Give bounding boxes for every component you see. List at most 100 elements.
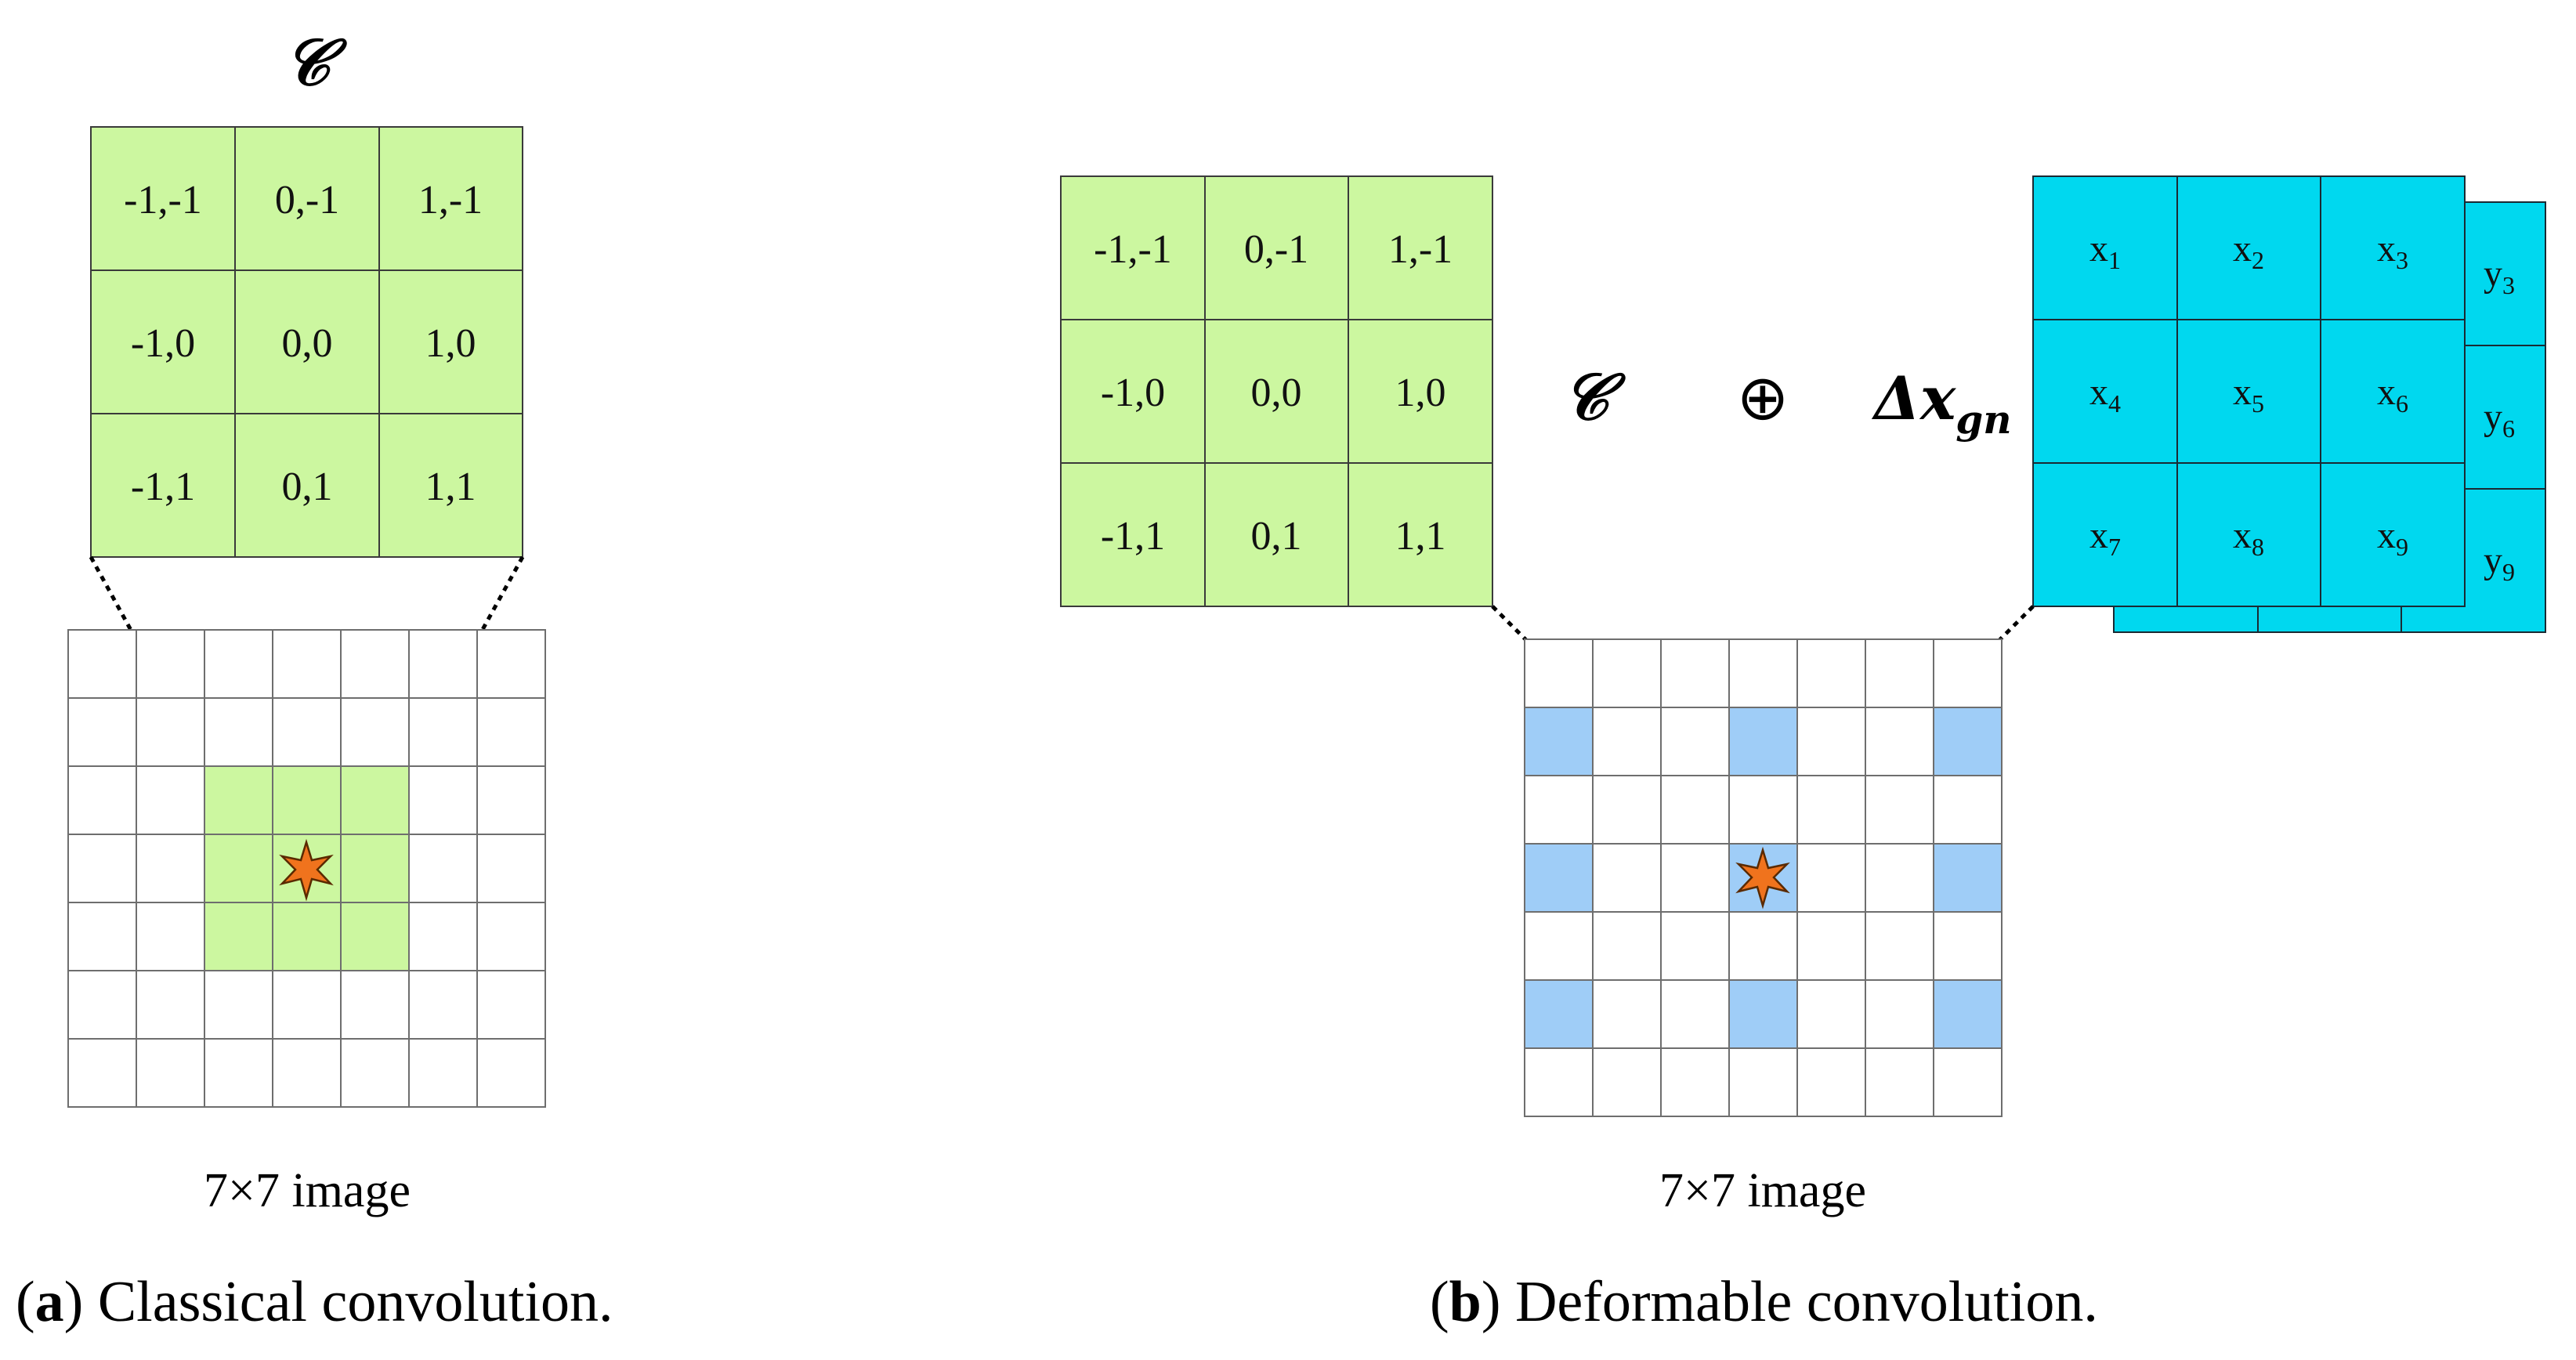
image-pixel xyxy=(1524,843,1594,913)
offset-cell-front xyxy=(2320,175,2466,320)
offset-x-label: x1 xyxy=(2089,228,2121,274)
image-pixel xyxy=(1524,979,1594,1049)
image-pixel xyxy=(1592,707,1662,776)
kernel-cell xyxy=(378,126,523,271)
offset-x-label: x8 xyxy=(2233,515,2264,561)
image-pixel xyxy=(204,970,273,1040)
image-pixel xyxy=(272,629,342,699)
kernel-label: 0,1 xyxy=(282,465,333,509)
image-pixel xyxy=(1796,775,1866,845)
kernel-cell xyxy=(1348,175,1493,320)
offset-x-label: x5 xyxy=(2233,371,2264,418)
image-pixel xyxy=(1796,979,1866,1049)
image-pixel xyxy=(476,1038,546,1108)
image-pixel xyxy=(67,902,137,971)
image-pixel xyxy=(1728,911,1798,981)
caption-a-letter: a xyxy=(35,1270,64,1334)
image-pixel xyxy=(204,902,273,971)
image-pixel xyxy=(1660,638,1730,708)
image-pixel xyxy=(1796,638,1866,708)
kernel-cell xyxy=(378,413,523,558)
kernel-label: 1,-1 xyxy=(418,178,483,222)
kernel-cell xyxy=(90,269,236,414)
image-pixel xyxy=(204,697,273,767)
kernel-cell xyxy=(1204,319,1349,464)
image-pixel xyxy=(1524,911,1594,981)
image-pixel xyxy=(1592,843,1662,913)
panel-b: -1,-1 0,-1 1,-1 -1,0 0,0 1,0 -1,1 0,1 1,… xyxy=(1060,175,2546,1334)
image-pixel xyxy=(1865,707,1934,776)
kernel-cell xyxy=(378,269,523,414)
offset-x-label: x2 xyxy=(2233,228,2264,274)
kernel-cell xyxy=(234,126,380,271)
image-pixel xyxy=(408,697,478,767)
image-pixel xyxy=(1933,707,2003,776)
image-pixel xyxy=(340,1038,410,1108)
image-pixel xyxy=(1933,911,2003,981)
offset-cell-front xyxy=(2176,319,2321,464)
image-pixel xyxy=(408,834,478,903)
kernel-label: 1,0 xyxy=(1395,371,1446,415)
caption-b-text: Deformable convolution. xyxy=(1515,1270,2098,1334)
image-pixel xyxy=(1728,707,1798,776)
image-pixel xyxy=(476,902,546,971)
image-pixel xyxy=(476,970,546,1040)
image-pixel xyxy=(1660,1047,1730,1117)
kernel-label: 0,-1 xyxy=(1244,227,1308,272)
image-label-b: 7×7 image xyxy=(1659,1164,1866,1217)
image-pixel xyxy=(1592,1047,1662,1117)
image-pixel xyxy=(1865,638,1934,708)
kernel-label: 1,-1 xyxy=(1388,227,1453,272)
image-pixel xyxy=(136,834,205,903)
image-pixel xyxy=(1933,979,2003,1049)
kernel-cell xyxy=(1348,319,1493,464)
image-pixel xyxy=(1865,1047,1934,1117)
image-pixel xyxy=(67,834,137,903)
image-pixel xyxy=(1728,775,1798,845)
kernel-label: 1,0 xyxy=(425,321,476,366)
offset-cell-front xyxy=(2320,462,2466,607)
image-pixel xyxy=(408,629,478,699)
image-pixel xyxy=(476,765,546,835)
kernel-cell xyxy=(1060,319,1206,464)
image-pixel xyxy=(1524,707,1594,776)
image-pixel xyxy=(67,697,137,767)
image-pixel xyxy=(408,970,478,1040)
kernel-cell xyxy=(1204,462,1349,607)
image-pixel xyxy=(1933,1047,2003,1117)
image-pixel xyxy=(476,697,546,767)
image-pixel xyxy=(476,629,546,699)
offset-x-label: x9 xyxy=(2377,515,2408,561)
caption-a-text: Classical convolution. xyxy=(98,1270,613,1334)
image-pixel xyxy=(136,970,205,1040)
kernel-grid-b: -1,-1 0,-1 1,-1 -1,0 0,0 1,0 -1,1 0,1 1,… xyxy=(1060,175,1493,607)
kernel-cell xyxy=(1060,175,1206,320)
image-pixel xyxy=(1796,911,1866,981)
kernel-cell xyxy=(1348,462,1493,607)
offset-cell-front xyxy=(2032,175,2178,320)
image-label-a: 7×7 image xyxy=(204,1164,411,1217)
kernel-symbol-a: 𝒞 xyxy=(284,25,348,100)
panel-a: 𝒞 -1,-1 0,-1 1,-1 -1,0 0,0 1,0 -1,1 0,1 … xyxy=(16,25,613,1334)
image-pixel xyxy=(340,834,410,903)
kernel-label: -1,1 xyxy=(1101,514,1165,559)
image-pixel xyxy=(1660,775,1730,845)
direct-sum-operator: ⊕ xyxy=(1736,361,1789,434)
kernel-label: 0,-1 xyxy=(275,178,339,222)
offset-x-label: x7 xyxy=(2089,515,2121,561)
image-pixel xyxy=(204,1038,273,1108)
image-pixel xyxy=(1728,1047,1798,1117)
image-pixel xyxy=(204,834,273,903)
image-pixel xyxy=(1933,775,2003,845)
offset-x-label: x3 xyxy=(2377,228,2408,274)
image-pixel xyxy=(136,1038,205,1108)
image-pixel xyxy=(1796,707,1866,776)
kernel-label: -1,-1 xyxy=(1094,227,1172,272)
image-pixel xyxy=(204,765,273,835)
image-pixel xyxy=(67,765,137,835)
kernel-label: 0,0 xyxy=(282,321,333,366)
offset-y-label: y9 xyxy=(2484,540,2515,586)
kernel-cell xyxy=(234,413,380,558)
image-pixel xyxy=(1592,911,1662,981)
